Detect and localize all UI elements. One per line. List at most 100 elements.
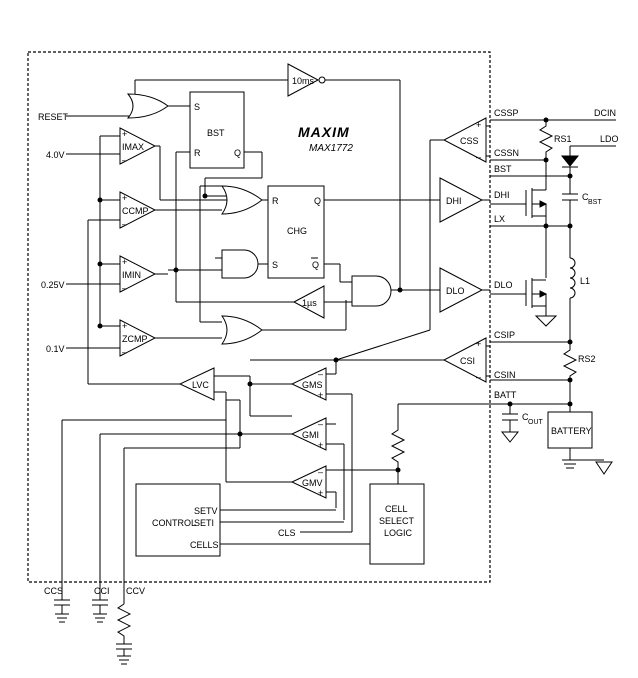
comparator-imin: + – IMIN xyxy=(100,255,222,293)
svg-text:–: – xyxy=(122,155,127,165)
pin-dhi: DHI xyxy=(494,190,510,200)
svg-text:GMS: GMS xyxy=(302,380,323,390)
cbst-c: C xyxy=(582,192,589,202)
driver-dhi: DHI xyxy=(439,177,490,223)
driver-dlo: DLO xyxy=(439,267,490,313)
svg-text:CCMP: CCMP xyxy=(122,206,149,216)
battery-label: BATTERY xyxy=(551,426,592,436)
svg-text:–: – xyxy=(122,219,127,229)
ldo-label: LDO xyxy=(600,134,619,144)
svg-text:+: + xyxy=(318,390,323,400)
timer-10ms: 10ms xyxy=(134,63,401,290)
part-number: MAX1772 xyxy=(309,143,353,154)
svg-text:IMIN: IMIN xyxy=(122,270,141,280)
maxim-logo: MAXIM xyxy=(298,124,350,140)
svg-text:BST: BST xyxy=(207,128,225,138)
rs2-label: RS2 xyxy=(578,354,596,364)
pin-0v25: 0.25V xyxy=(41,280,65,290)
battery-box xyxy=(547,411,593,449)
svg-text:+: + xyxy=(476,120,481,130)
svg-text:SELECT: SELECT xyxy=(379,516,415,526)
svg-text:+: + xyxy=(122,321,127,331)
pin-reset: RESET xyxy=(38,112,69,122)
pin-ccs: CCS xyxy=(44,586,63,596)
svg-text:ZCMP: ZCMP xyxy=(122,334,148,344)
pin-csin: CSIN xyxy=(494,370,516,380)
comparator-imax: + – IMAX xyxy=(99,127,230,326)
pin-cssn: CSSN xyxy=(494,148,519,158)
svg-text:–: – xyxy=(318,467,323,477)
rs1-label: RS1 xyxy=(554,134,572,144)
svg-text:IMAX: IMAX xyxy=(122,142,144,152)
svg-text:CSS: CSS xyxy=(460,136,479,146)
svg-text:Q: Q xyxy=(312,260,319,270)
pin-ccv: CCV xyxy=(126,586,145,596)
svg-text:GMV: GMV xyxy=(302,478,323,488)
svg-text:Q: Q xyxy=(314,196,321,206)
svg-text:–: – xyxy=(318,419,323,429)
pin-bst: BST xyxy=(494,164,512,174)
cout-c: C xyxy=(522,412,529,422)
svg-text:S: S xyxy=(194,102,200,112)
external-circuit: DCIN RS1 LDO C BST xyxy=(490,108,619,475)
svg-text:+: + xyxy=(122,129,127,139)
cls-label: CLS xyxy=(278,528,296,538)
right-pins: CSSP CSSN BST DHI LX DLO CSIP CSIN BATT xyxy=(494,108,519,400)
ic-boundary xyxy=(27,51,491,583)
svg-text:–: – xyxy=(476,372,481,382)
pin-cci: CCI xyxy=(94,586,110,596)
svg-text:+: + xyxy=(122,257,127,267)
l1-label: L1 xyxy=(580,276,590,286)
amp-gmv: – + GMV xyxy=(225,458,398,508)
bottom-pins: CCS CCI CCV xyxy=(44,400,241,665)
pin-lx: LX xyxy=(494,214,505,224)
svg-text:–: – xyxy=(318,369,323,379)
pin-batt: BATT xyxy=(494,390,517,400)
svg-text:S: S xyxy=(272,260,278,270)
pin-cssp: CSSP xyxy=(494,108,519,118)
svg-text:+: + xyxy=(318,488,323,498)
svg-text:DHI: DHI xyxy=(446,196,462,206)
amp-gmi: – + GMI xyxy=(99,417,345,590)
chg-flipflop: R Q CHG S Q xyxy=(267,185,440,283)
svg-text:1µs: 1µs xyxy=(302,298,317,308)
bst-flipflop: S BST R Q xyxy=(175,91,294,303)
svg-text:–: – xyxy=(122,283,127,293)
cell-select-logic: CELL SELECT LOGIC xyxy=(369,403,490,565)
or-gate-chg-reset xyxy=(205,185,268,215)
dcin-label: DCIN xyxy=(594,108,616,118)
or-gate-zcmp xyxy=(199,185,347,345)
svg-text:SETV: SETV xyxy=(194,506,218,516)
svg-text:CELL: CELL xyxy=(385,504,408,514)
svg-text:R: R xyxy=(194,148,201,158)
svg-text:CSI: CSI xyxy=(460,356,475,366)
svg-text:DLO: DLO xyxy=(446,286,465,296)
amp-lvc: LVC xyxy=(178,367,250,458)
pin-dlo: DLO xyxy=(494,280,513,290)
and-gate-chg-set xyxy=(215,249,268,279)
svg-text:R: R xyxy=(272,196,279,206)
or-gate-reset xyxy=(126,93,190,119)
amp-gms: – + GMS xyxy=(249,360,353,532)
svg-text:–: – xyxy=(122,347,127,357)
svg-text:Q: Q xyxy=(234,148,241,158)
pin-0v1: 0.1V xyxy=(46,344,65,354)
svg-text:LVC: LVC xyxy=(192,380,209,390)
svg-text:GMI: GMI xyxy=(302,430,319,440)
svg-text:–: – xyxy=(476,152,481,162)
svg-text:CHG: CHG xyxy=(287,226,307,236)
pin-csip: CSIP xyxy=(494,330,515,340)
pin-4v0: 4.0V xyxy=(46,150,65,160)
and-gate-dlo xyxy=(351,275,440,307)
svg-text:+: + xyxy=(318,440,323,450)
control-block: CONTROL SETV SETI CELLS xyxy=(135,483,370,557)
comparator-ccmp: + – CCMP xyxy=(87,191,222,385)
svg-text:+: + xyxy=(122,193,127,203)
left-pins: RESET 4.0V 0.25V 0.1V xyxy=(38,112,130,354)
svg-text:SETI: SETI xyxy=(194,518,214,528)
svg-text:LOGIC: LOGIC xyxy=(384,528,413,538)
amp-csi: + – CSI xyxy=(250,337,490,383)
comparator-zcmp: + – ZCMP xyxy=(100,319,222,357)
svg-text:10ms: 10ms xyxy=(292,76,315,86)
